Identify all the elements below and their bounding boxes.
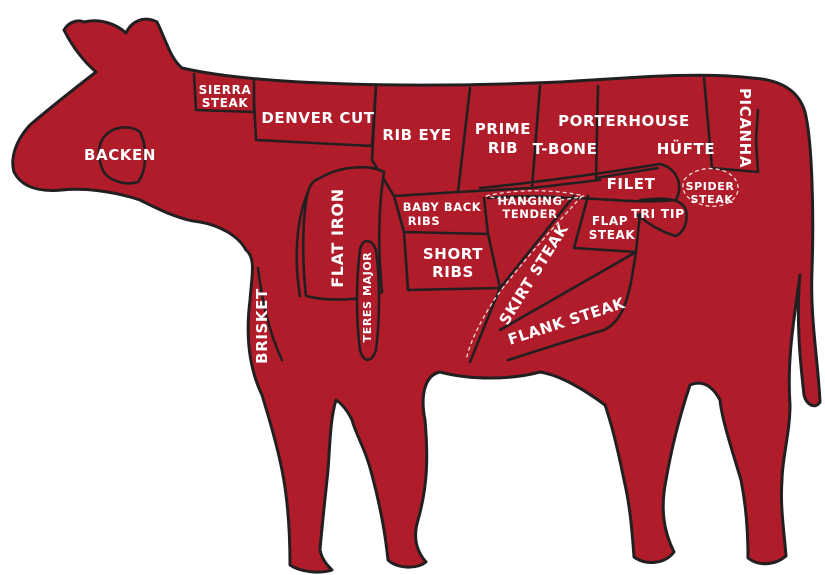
- label-picanha: PICANHA: [736, 88, 754, 168]
- label-tri-tip: TRI TIP: [631, 206, 685, 221]
- label-denver-cut: DENVER CUT: [261, 109, 374, 127]
- cow-body: [13, 19, 820, 572]
- label-rib-eye: RIB EYE: [382, 126, 451, 144]
- label-hufte: HÜFTE: [657, 139, 715, 158]
- label-brisket: BRISKET: [253, 288, 271, 364]
- label-t-bone: T-BONE: [533, 140, 598, 158]
- label-flat-iron: FLAT IRON: [328, 188, 347, 287]
- label-teres-major: TERES MAJOR: [361, 252, 374, 343]
- label-filet: FILET: [607, 175, 656, 193]
- label-porterhouse: PORTERHOUSE: [558, 112, 690, 130]
- label-backen: BACKEN: [84, 146, 156, 164]
